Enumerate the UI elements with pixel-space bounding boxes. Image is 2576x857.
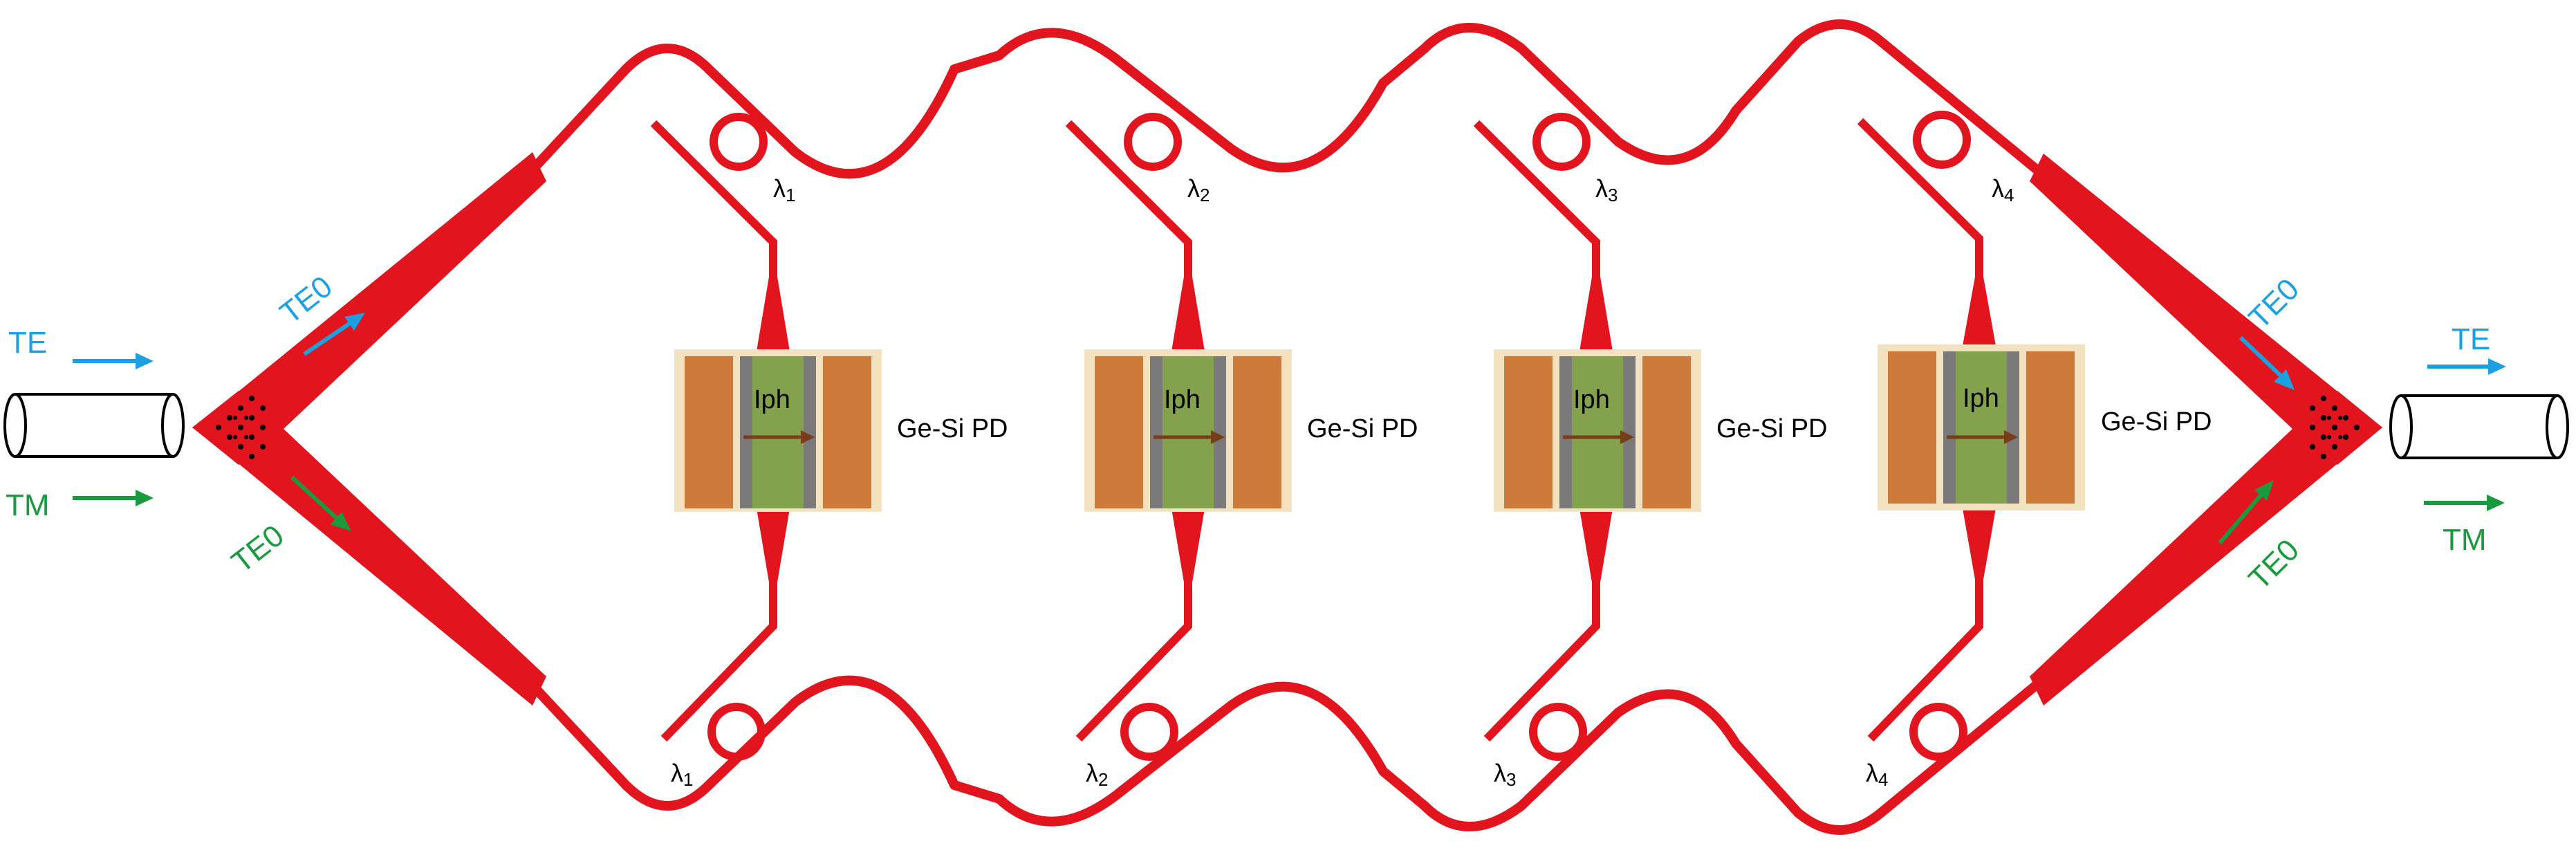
- lower-wavelength-label: λ3: [1494, 759, 1516, 790]
- upper-drop-waveguide: [1857, 118, 1983, 277]
- upper-taper: [757, 277, 790, 351]
- output-grating-coupler: [2030, 154, 2382, 706]
- upper-wavelength-label: λ4: [1992, 174, 2014, 205]
- upper-ring-resonator: [710, 113, 768, 171]
- input-te0-lower-label: TE0: [225, 519, 290, 580]
- output-tm-arrow: [2424, 495, 2505, 511]
- lower-ring-resonator: [1909, 703, 1967, 761]
- lower-wavelength-label: λ2: [1086, 759, 1108, 790]
- pd-label: Ge-Si PD: [1307, 414, 1418, 443]
- photocurrent-label: Iph: [1573, 385, 1610, 414]
- lower-ring-resonator: [707, 703, 766, 761]
- lower-ring-resonator: [1120, 703, 1178, 761]
- upper-ring-resonator: [1532, 113, 1591, 171]
- lower-taper: [1963, 508, 1996, 580]
- upper-drop-waveguide: [650, 120, 777, 277]
- input-fiber: [3, 393, 185, 458]
- pd-label: Ge-Si PD: [2101, 407, 2212, 436]
- lower-drop-waveguide: [1075, 581, 1192, 742]
- ge-si-photodetector: Iph: [1084, 349, 1292, 512]
- output-te0-lower-arrow: [2218, 480, 2274, 544]
- lower-wavelength-label: λ1: [671, 759, 693, 790]
- lower-drop-waveguide: [1867, 578, 1983, 742]
- lower-drop-waveguide: [660, 581, 777, 742]
- channel-3: Iph Ge-Si PD λ3 λ3: [1473, 113, 1827, 790]
- pd-label: Ge-Si PD: [1716, 414, 1827, 443]
- output-te-label: TE: [2452, 322, 2490, 356]
- upper-wavelength-label: λ3: [1595, 174, 1618, 205]
- output-fiber: [2389, 394, 2569, 459]
- upper-wavelength-label: λ1: [773, 174, 795, 205]
- grating-holes-right: [2310, 396, 2360, 459]
- input-te-arrow: [73, 353, 154, 369]
- upper-drop-waveguide: [1065, 120, 1192, 277]
- lower-wavelength-label: λ4: [1866, 759, 1888, 790]
- input-tm-arrow: [73, 490, 154, 506]
- lower-taper: [1579, 508, 1613, 582]
- input-grating-coupler: [192, 152, 546, 706]
- photocurrent-label: Iph: [1963, 384, 1999, 413]
- ge-si-photodetector: Iph: [674, 349, 882, 512]
- channel-2: Iph Ge-Si PD λ2 λ2: [1065, 113, 1418, 790]
- output-te0-lower-label: TE0: [2242, 533, 2306, 596]
- upper-taper: [1963, 277, 1996, 346]
- lower-taper: [757, 508, 790, 582]
- upper-ring-resonator: [1913, 111, 1971, 169]
- ge-si-photodetector: Iph: [1494, 349, 1701, 512]
- grating-holes-left: [216, 396, 266, 459]
- photocurrent-label: Iph: [1164, 385, 1201, 414]
- output-te0-upper-arrow: [2239, 335, 2295, 390]
- input-te0-upper-arrow: [303, 313, 365, 356]
- upper-wavelength-label: λ2: [1187, 174, 1210, 205]
- output-te-arrow: [2427, 358, 2506, 375]
- lower-bus-waveguide: [532, 675, 2040, 835]
- input-tm-label: TM: [6, 488, 50, 522]
- upper-drop-waveguide: [1473, 120, 1600, 277]
- upper-ring-resonator: [1124, 113, 1182, 171]
- upper-bus-waveguide: [532, 19, 2040, 179]
- upper-taper: [1171, 277, 1205, 351]
- channel-1: Iph Ge-Si PD λ1 λ1: [650, 113, 1008, 790]
- input-te0-lower-arrow: [290, 475, 351, 531]
- output-tm-label: TM: [2443, 523, 2487, 557]
- lower-ring-resonator: [1529, 703, 1587, 761]
- photocurrent-label: Iph: [754, 385, 790, 414]
- ge-si-photodetector: Iph: [1878, 344, 2085, 510]
- channel-4: Iph Ge-Si PD λ4 λ4: [1857, 111, 2212, 790]
- pd-label: Ge-Si PD: [897, 414, 1008, 443]
- upper-taper: [1579, 277, 1613, 351]
- lower-drop-waveguide: [1483, 581, 1600, 742]
- input-te-label: TE: [8, 326, 47, 360]
- lower-taper: [1171, 508, 1205, 582]
